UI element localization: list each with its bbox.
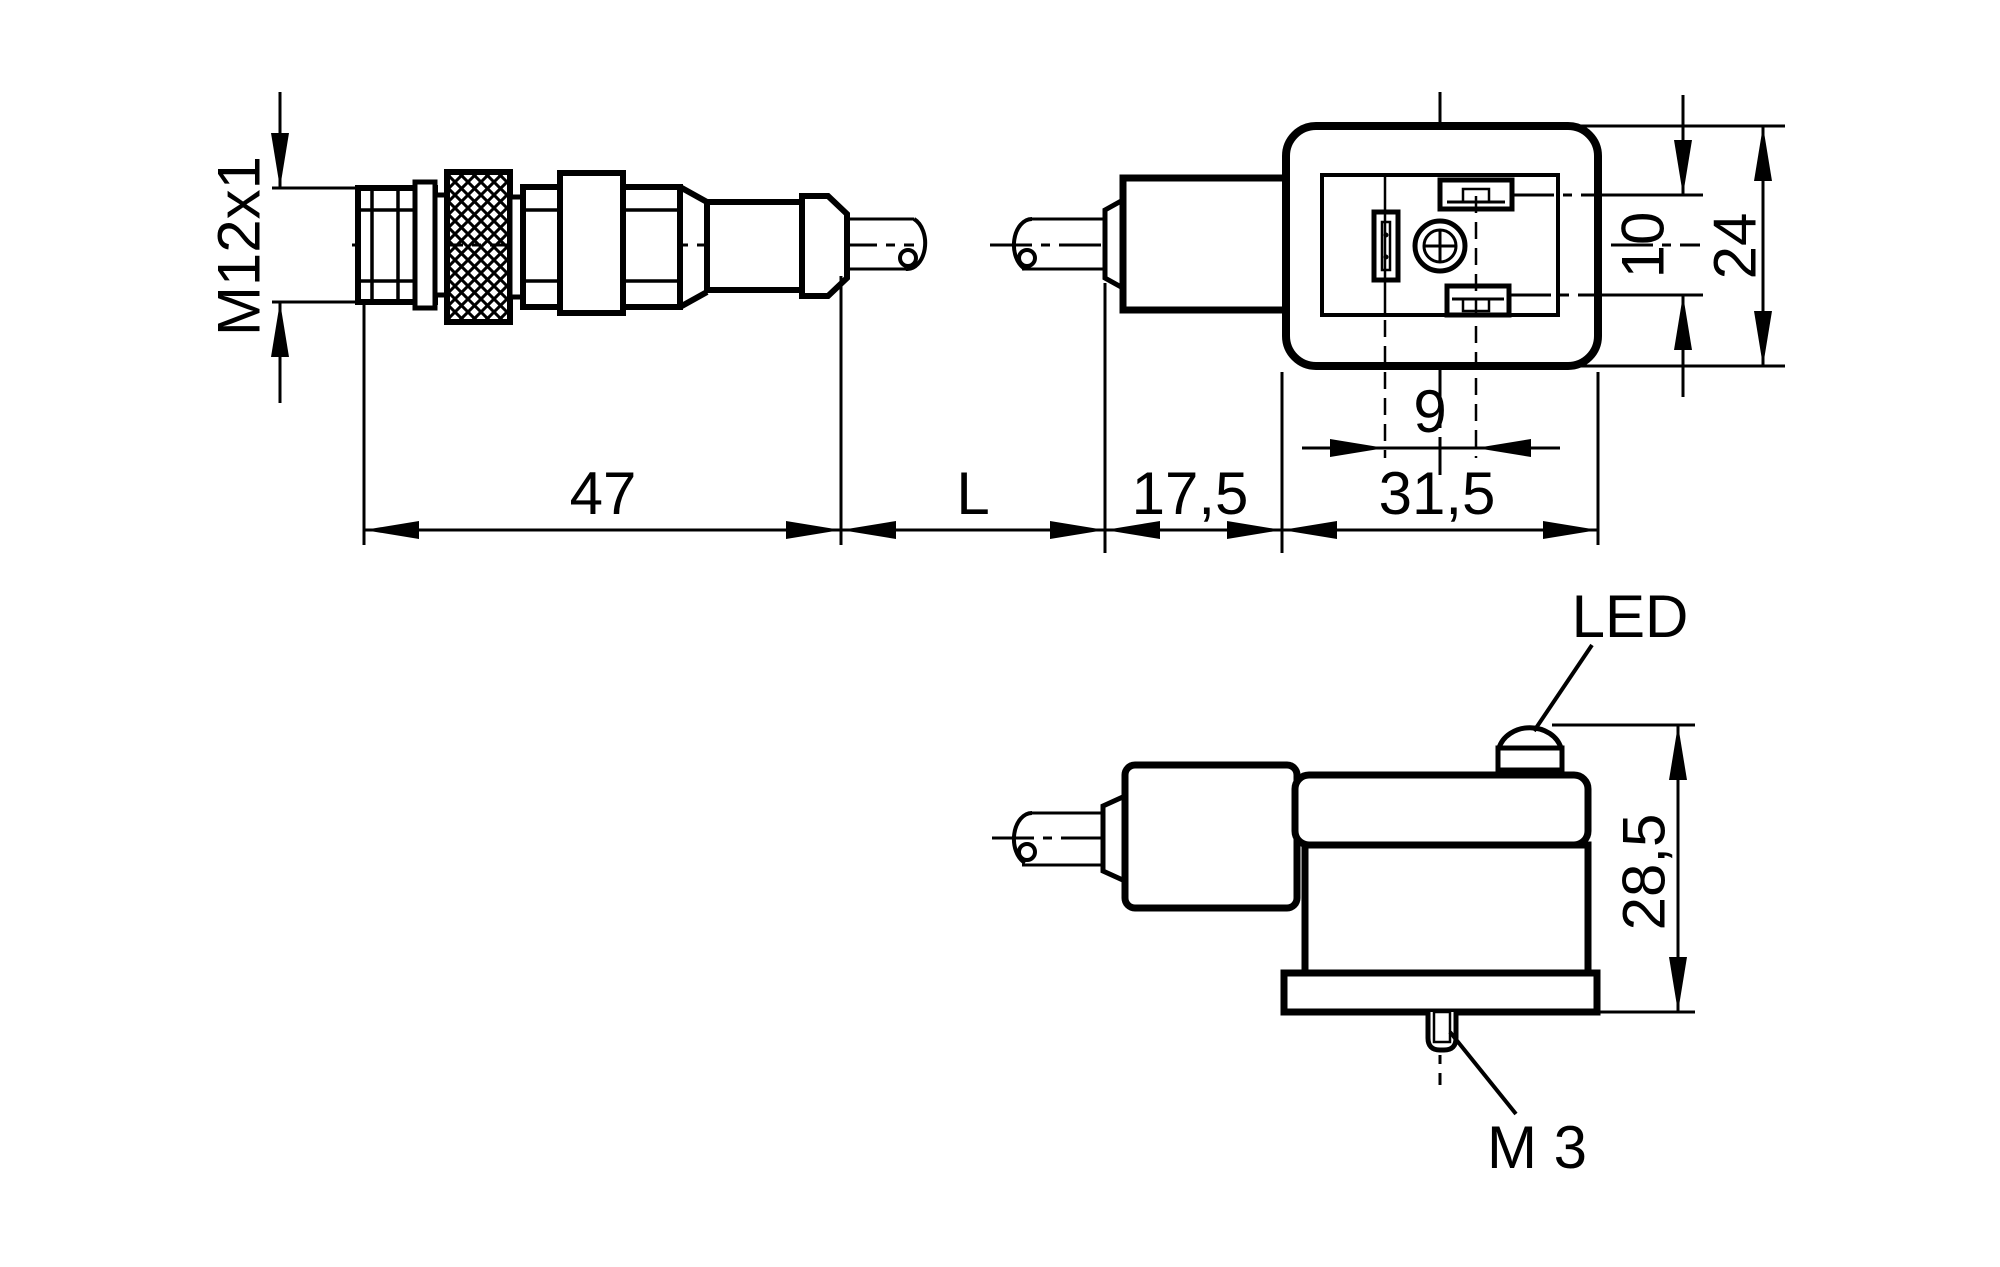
dim-contact-spacing: 9	[1302, 378, 1560, 457]
side-housing-upper	[1291, 771, 1592, 849]
cable-left	[847, 217, 914, 271]
valve-plug-side-view	[992, 725, 1601, 1085]
dim-chain-horizontal: 47 L 17,5 31,5	[362, 276, 1600, 553]
label-contact-offset: 10	[1610, 212, 1677, 279]
cable-break-right-icon	[1017, 248, 1037, 268]
led-dome	[1495, 725, 1565, 751]
side-base-flange	[1280, 969, 1601, 1016]
dim-contact-offset: 10	[1610, 95, 1692, 397]
label-cable-length: L	[956, 460, 989, 527]
led-leader-line	[1532, 643, 1594, 733]
cable-break-side-icon	[1017, 842, 1037, 862]
valve-cable-gland	[1119, 174, 1294, 314]
m12-boot-tip	[799, 193, 850, 299]
valve-socket-face	[1320, 173, 1560, 317]
label-housing-height: 24	[1702, 213, 1769, 280]
dim-housing-depth: 28,5	[1552, 723, 1695, 1014]
cable-side	[1022, 811, 1103, 867]
m12-cable-boot	[704, 199, 805, 293]
label-housing-width: 31,5	[1379, 460, 1496, 527]
label-thread-size: M12x1	[206, 156, 273, 336]
dim-m12-thread: M12x1	[206, 92, 289, 403]
label-connector-length: 47	[570, 460, 637, 527]
label-contact-spacing: 9	[1413, 378, 1446, 445]
label-m3-callout: M 3	[1448, 1030, 1587, 1181]
m3-leader-line	[1448, 1030, 1518, 1116]
m12-knurled-ring	[444, 169, 513, 325]
dim-housing-height: 24	[1565, 124, 1785, 368]
valve-plug-top-view	[990, 92, 1703, 475]
label-led: LED	[1572, 583, 1689, 650]
cable-right	[1022, 217, 1105, 271]
label-housing-depth: 28,5	[1611, 814, 1678, 931]
label-gland-length: 17,5	[1132, 460, 1249, 527]
side-housing-lower	[1301, 841, 1592, 977]
m12-connector-view	[272, 169, 928, 325]
side-cable-gland	[1121, 761, 1301, 912]
label-central-screw: M 3	[1487, 1114, 1587, 1181]
cable-break-left-icon	[898, 248, 918, 268]
m3-screw	[1425, 1012, 1459, 1053]
label-led-callout: LED	[1532, 583, 1689, 733]
led-base	[1495, 745, 1565, 773]
